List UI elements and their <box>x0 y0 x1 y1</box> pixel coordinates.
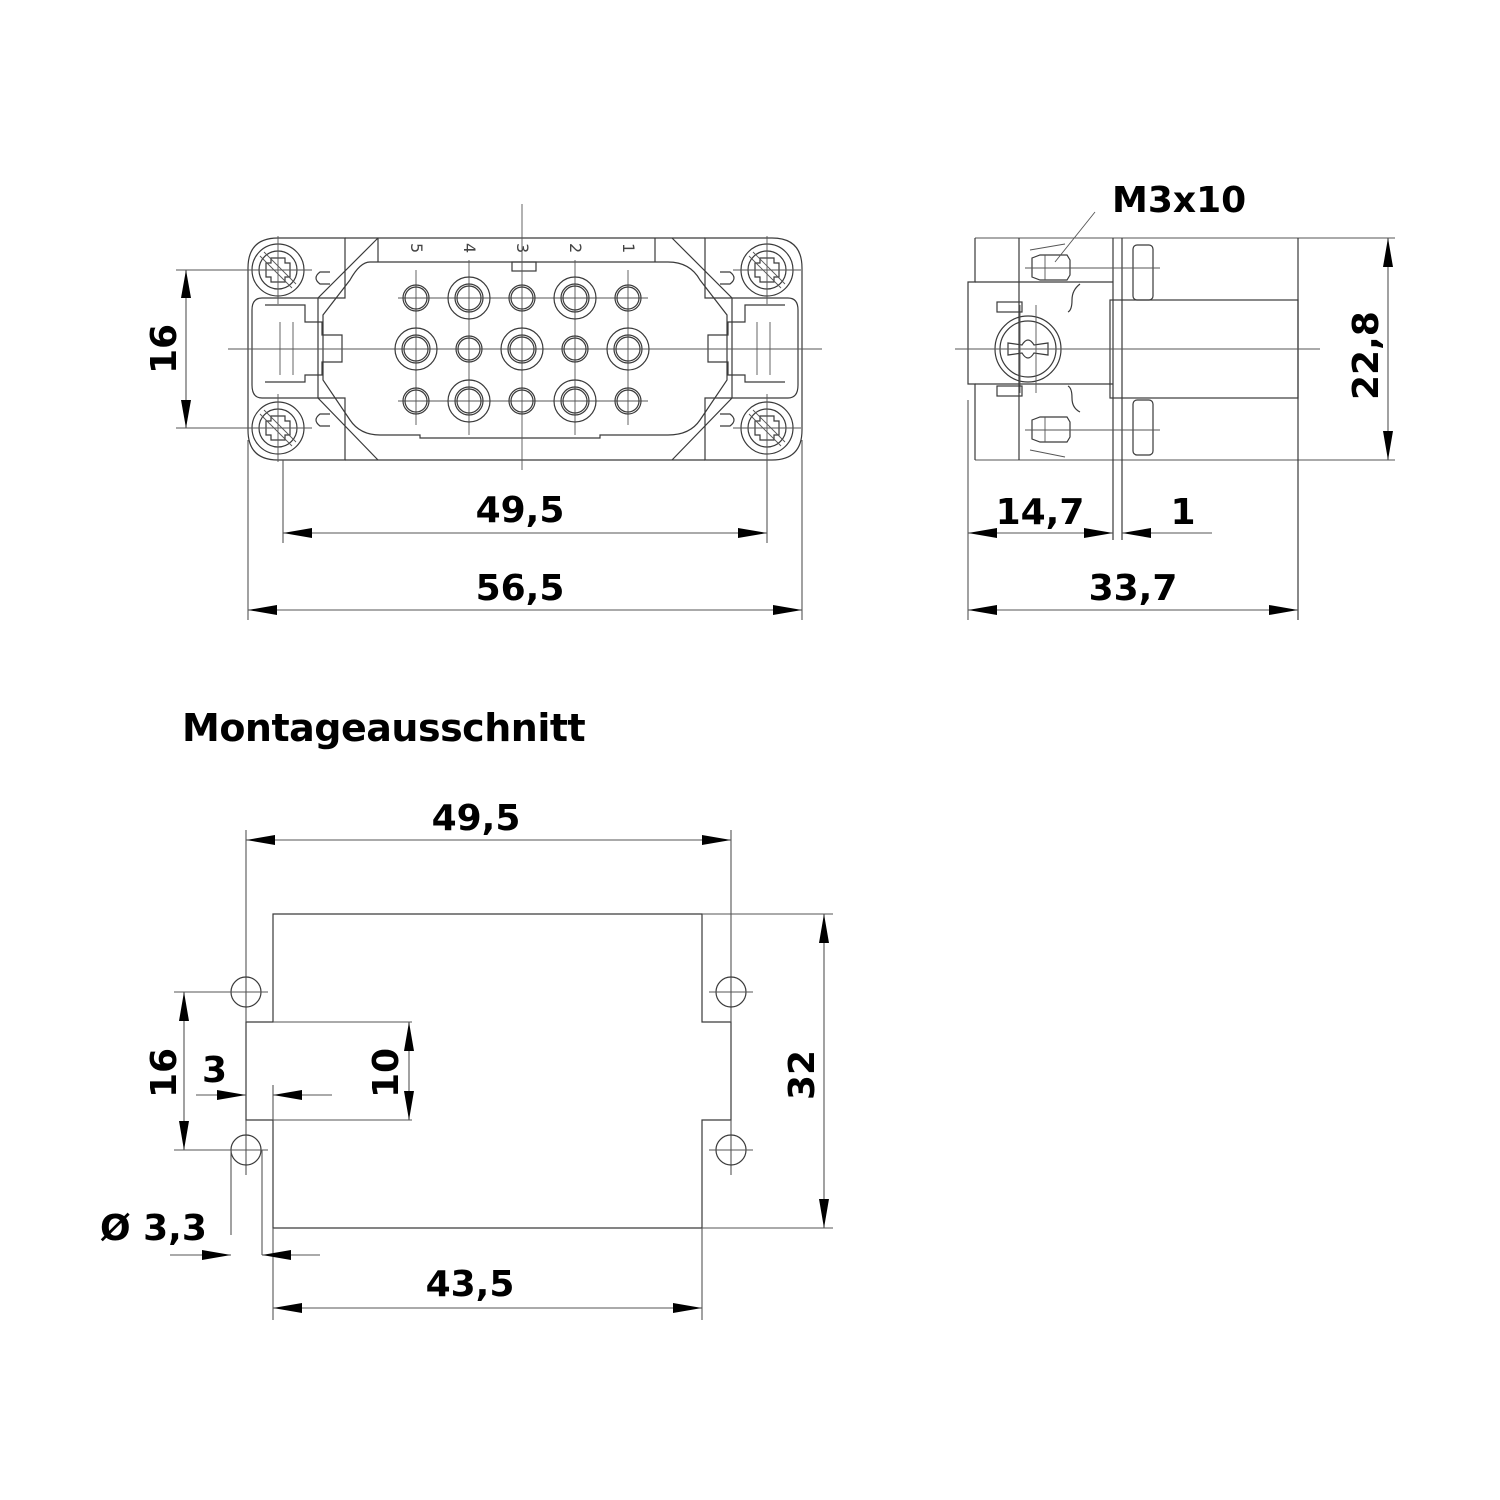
cutout-title: Montageausschnitt <box>182 706 586 750</box>
mounting-hole-icon <box>709 976 753 1008</box>
dimension-notch-depth: 3 <box>202 1050 227 1091</box>
side-view: M3x10 22,8 14,7 1 33,7 <box>955 180 1395 620</box>
dimension-hole-spacing: 49,5 <box>476 490 565 531</box>
dimension-overall-width: 56,5 <box>476 568 565 609</box>
pin-column-label: 3 <box>513 243 532 253</box>
pin-column-label: 4 <box>460 243 479 253</box>
dimension-flange: 1 <box>1170 492 1195 533</box>
screw-spec-label: M3x10 <box>1112 180 1246 221</box>
pin-column-label: 2 <box>566 243 585 253</box>
pin-column-label: 5 <box>407 243 426 253</box>
mounting-hole-icon <box>709 1134 753 1166</box>
pin-column-label: 1 <box>619 243 638 253</box>
dimension-side-height: 22,8 <box>1346 311 1387 400</box>
fixing-screw-icon <box>732 235 802 305</box>
dimension-height: 16 <box>144 324 185 374</box>
dimension-hole-diameter: Ø 3,3 <box>100 1208 207 1249</box>
dimension-overall-depth: 33,7 <box>1089 568 1178 609</box>
dimension-cutout-height: 32 <box>782 1050 823 1100</box>
dimension-front-depth: 14,7 <box>996 492 1085 533</box>
dimension-cutout-width: 43,5 <box>426 1264 515 1305</box>
dimension-hole-vertical-spacing: 16 <box>144 1048 185 1098</box>
fixing-screw-icon <box>732 393 802 463</box>
front-view: 5 4 3 2 1 16 49,5 56,5 <box>144 204 822 620</box>
dimension-hole-spacing: 49,5 <box>432 798 521 839</box>
dimension-notch-height: 10 <box>366 1048 407 1098</box>
mounting-cutout: 49,5 32 16 3 10 Ø 3,3 <box>100 798 833 1320</box>
